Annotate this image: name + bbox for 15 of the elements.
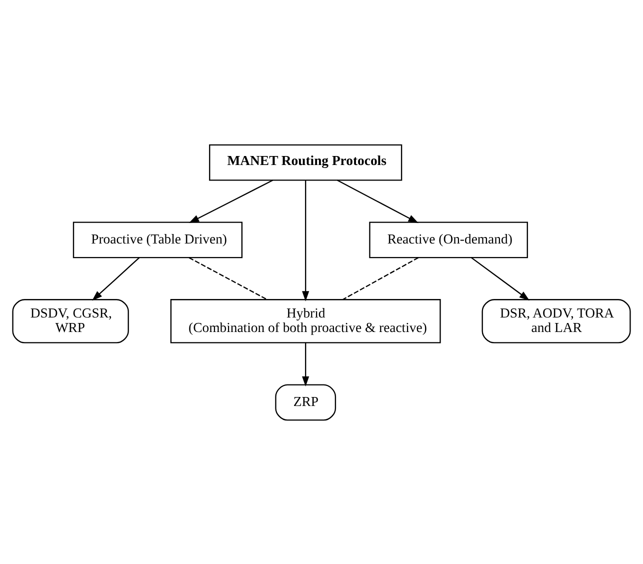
- arrow: [92, 256, 140, 300]
- connector: [342, 256, 419, 300]
- node-box: DSDV, CGSR, WRP: [12, 298, 129, 343]
- arrow: [471, 256, 530, 300]
- node-box: Hybrid (Combination of both proactive & reactive): [170, 298, 441, 343]
- arrow: [188, 179, 274, 223]
- node-box: Proactive (Table Driven): [72, 221, 243, 258]
- node-box: DSR, AODV, TORA and LAR: [482, 298, 631, 343]
- node-box: MANET Routing Protocols: [209, 144, 402, 180]
- node-box: Reactive (On-demand): [369, 221, 528, 258]
- arrow: [337, 179, 418, 223]
- arrow: [302, 180, 310, 301]
- connector: [188, 256, 268, 300]
- node-box: ZRP: [275, 384, 336, 420]
- arrow: [302, 342, 310, 386]
